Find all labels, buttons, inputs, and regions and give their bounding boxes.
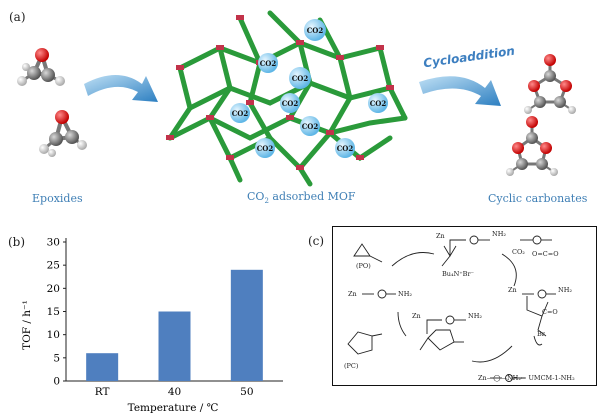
y-tick-label: 30 bbox=[47, 237, 60, 249]
co2-bubble-text: CO2 bbox=[257, 144, 274, 153]
panel-a-label: (a) bbox=[9, 10, 26, 24]
zn-label: Zn bbox=[348, 290, 357, 298]
cyclic-carbonate-molecule-1 bbox=[524, 54, 576, 114]
zn-label: Zn bbox=[412, 312, 421, 320]
cycloaddition-arrow-icon bbox=[419, 76, 501, 106]
nh2-label: NH₂ bbox=[492, 230, 506, 238]
legend-text: Zn—◯—NH₂= UMCM-1-NH₂ bbox=[478, 374, 575, 382]
co2-bubble-text: CO2 bbox=[260, 59, 277, 68]
oco-label: O=C=O bbox=[532, 250, 559, 258]
epoxides-label: Epoxides bbox=[32, 192, 83, 205]
cyclic-carbonates-label: Cyclic carbonates bbox=[488, 192, 588, 205]
br-label: Br bbox=[537, 330, 546, 338]
co2-bubble-text: CO2 bbox=[307, 26, 324, 35]
panel-b-label: (b) bbox=[8, 235, 26, 249]
mechanism-box bbox=[332, 226, 597, 386]
pc-label: (PC) bbox=[344, 362, 359, 370]
y-tick-label: 20 bbox=[47, 283, 60, 295]
co2-bubble-text: CO2 bbox=[337, 144, 354, 153]
nh2-label: NH₂ bbox=[468, 312, 482, 320]
x-tick-label: 40 bbox=[168, 386, 181, 398]
y-axis-label: TOF / h⁻¹ bbox=[21, 300, 33, 350]
co2-bubble-text: CO2 bbox=[302, 122, 319, 131]
arrow-to-mof-icon bbox=[84, 75, 158, 102]
epoxide-molecules bbox=[17, 48, 87, 157]
x-tick-label: 50 bbox=[240, 386, 253, 398]
nh2-label: NH₂ bbox=[558, 286, 572, 294]
co2-bubble-text: CO2 bbox=[232, 109, 249, 118]
zn-label: Zn bbox=[436, 232, 445, 240]
y-tick-label: 0 bbox=[53, 376, 60, 388]
zn-label: Zn bbox=[508, 286, 517, 294]
mof-caption: CO2 adsorbed MOF bbox=[247, 190, 356, 205]
panel-c-label: (c) bbox=[308, 234, 325, 248]
epoxide-molecule-2 bbox=[39, 110, 87, 157]
panel-c: (c) bbox=[308, 226, 597, 386]
cyclic-carbonate-molecules bbox=[506, 54, 576, 176]
cyclic-carbonate-molecule-2 bbox=[506, 116, 558, 176]
co2-bubble-text: CO2 bbox=[292, 74, 309, 83]
y-tick-label: 25 bbox=[47, 260, 60, 272]
x-axis-label: Temperature / ℃ bbox=[128, 402, 219, 414]
bar-RT bbox=[86, 353, 119, 381]
epoxide-molecule-1 bbox=[17, 48, 65, 86]
c-eq-o-label: C=O bbox=[542, 308, 558, 316]
nh2-label: NH₂ bbox=[398, 290, 412, 298]
po-label: (PO) bbox=[356, 262, 371, 270]
mof-caption-sub: 2 bbox=[264, 197, 269, 206]
co2-bubbles bbox=[230, 19, 388, 158]
mof-caption-suffix: adsorbed MOF bbox=[268, 190, 356, 203]
mof-framework: CO2 CO2 CO2 CO2 CO2 CO2 CO2 CO2 CO2 bbox=[166, 10, 408, 187]
mechanism-scheme: (PO) (PC) Bu₄N⁺Br⁻ CO₂ Br O=C=O C=O Zn N… bbox=[344, 230, 575, 382]
co2-bubble-text: CO2 bbox=[282, 99, 299, 108]
bu4n-label: Bu₄N⁺Br⁻ bbox=[442, 270, 474, 278]
bar-40 bbox=[158, 311, 191, 381]
y-tick-label: 5 bbox=[53, 352, 60, 364]
co2-bubble-text: CO2 bbox=[370, 99, 387, 108]
mof-caption-prefix: CO bbox=[247, 190, 265, 203]
x-tick-label: RT bbox=[95, 386, 110, 398]
co2-reagent-label: CO₂ bbox=[512, 248, 525, 256]
y-tick-label: 10 bbox=[47, 329, 60, 341]
panel-a: (a) bbox=[9, 10, 588, 205]
y-tick-label: 15 bbox=[47, 306, 60, 318]
bar-50 bbox=[230, 269, 263, 381]
